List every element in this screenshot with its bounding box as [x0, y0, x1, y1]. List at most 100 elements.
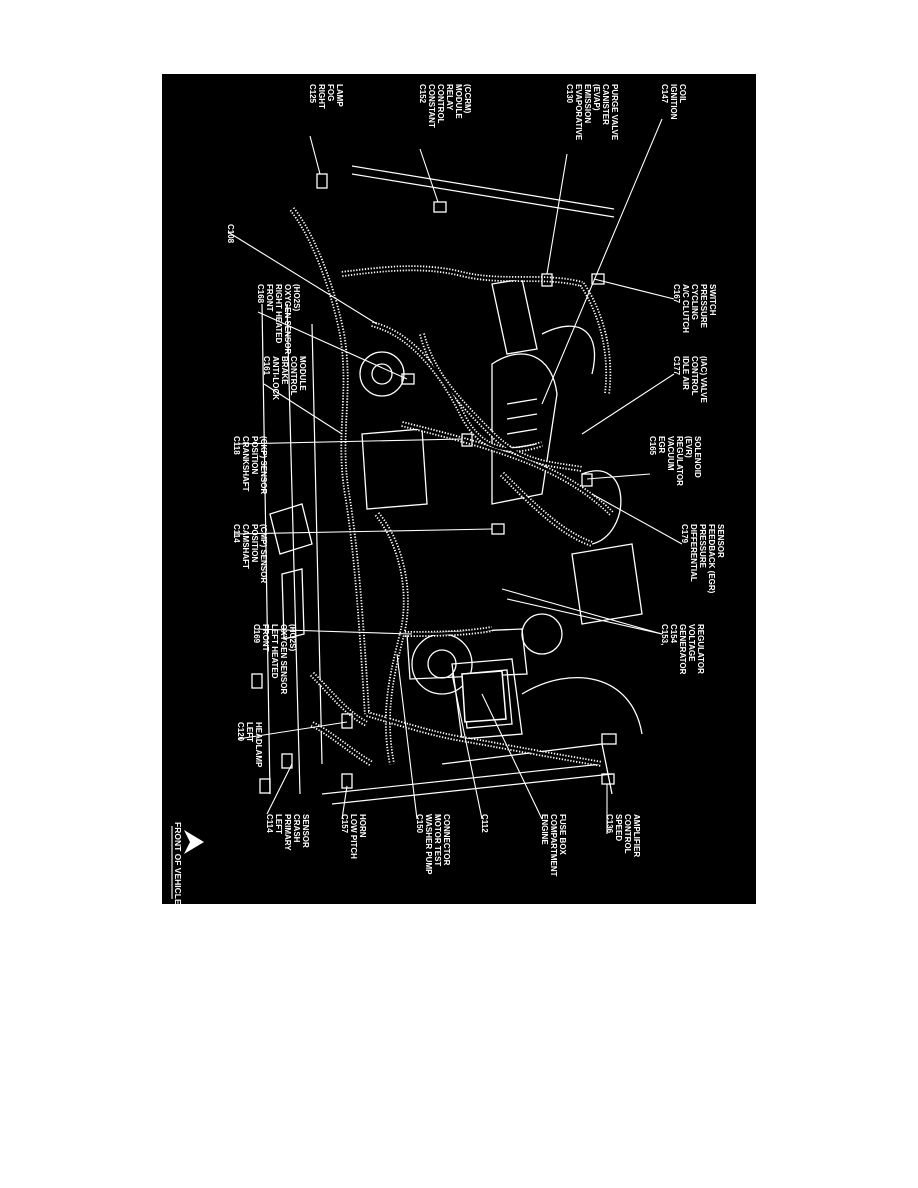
callout-code: C136: [605, 814, 614, 834]
callout-line: (HO2S): [288, 624, 297, 651]
callout-line: LOW PITCH: [349, 814, 358, 859]
callout-line: PRESSURE: [698, 524, 707, 569]
callout-line: VACUUM: [666, 436, 675, 471]
callout-line: CAMSHAFT: [241, 524, 250, 569]
callout-line: CONTROL: [436, 84, 445, 124]
callout-line: CRANKSHAFT: [241, 436, 250, 492]
callout-code: C167: [672, 284, 681, 304]
callout-code: C153,: [660, 624, 669, 645]
callout-line: A/C CLUTCH: [681, 284, 690, 333]
callout-code: C150: [415, 814, 424, 834]
callout-line: CONNECTOR: [442, 814, 451, 866]
callout-code: C157: [340, 814, 349, 834]
callout-line: POSITION: [250, 436, 259, 474]
callout-line: VOLTAGE: [687, 624, 696, 662]
callout-line: SWITCH: [708, 284, 717, 316]
callout-code: C114: [232, 524, 241, 543]
callout-line: PRIMARY: [283, 814, 292, 851]
callout-line: PRESSURE: [699, 284, 708, 329]
callout-line: FUSE BOX: [558, 814, 567, 856]
callout-line: (CCRM): [463, 84, 472, 114]
callout-code: C168: [256, 284, 265, 304]
callout-line: SPEED: [614, 814, 623, 841]
callout-line: RIGHT: [317, 84, 326, 109]
callout-code: C147: [660, 84, 669, 104]
vehicle-structure: [261, 165, 643, 805]
callout-line: FOG: [326, 84, 335, 101]
callout-line: GENERATOR: [678, 624, 687, 675]
callout-line: IGNITION: [669, 84, 678, 120]
callout-code: C112: [480, 814, 489, 833]
callout-c112: C112: [480, 814, 489, 833]
callout-line: COMPARTMENT: [549, 814, 558, 877]
callout-line: CONTROL: [289, 356, 298, 396]
callout-line: FRONT: [265, 284, 274, 312]
callout-line: CONTROL: [690, 356, 699, 396]
callout-line: OXYGEN SENSOR: [279, 624, 288, 694]
callout-line: CANISTER: [601, 84, 610, 125]
callout-c108: C108: [226, 224, 235, 244]
callout-line: EGR: [657, 436, 666, 454]
callout-line: DIFFERENTIAL: [689, 524, 698, 582]
callout-line: CONTROL: [623, 814, 632, 854]
callout-code: C130: [565, 84, 574, 104]
callout-line: C154: [669, 624, 678, 644]
callout-code: C108: [226, 224, 235, 244]
footer-title: FRONT OF VEHICLE: [173, 822, 183, 904]
callout-line: WASHER PUMP: [424, 814, 433, 875]
connectors: [251, 173, 617, 794]
callout-line: FRONT: [261, 624, 270, 652]
callout-line: EVAPORATIVE: [574, 84, 583, 141]
front-arrow-icon: [184, 830, 204, 854]
callout-code: ENGINE: [540, 814, 549, 845]
callout-line: (EVAP): [592, 84, 601, 111]
callout-line: FEEDBACK (EGR): [707, 524, 716, 594]
callout-line: (EVR): [684, 436, 693, 458]
callout-line: LAMP: [335, 84, 344, 107]
callout-code: C169: [252, 624, 261, 644]
callout-line: OXYGEN SENSOR: [283, 284, 292, 354]
callout-line: ANTI-LOCK: [271, 356, 280, 400]
callout-line: HEADLAMP: [254, 722, 263, 768]
engine-compartment-fuse-box-shape: [461, 670, 507, 723]
callout-line: LEFT HEATED: [270, 624, 279, 679]
callout-line: (CKP) SENSOR: [259, 436, 268, 494]
callout-code: C161: [262, 356, 271, 376]
callout-code: C152: [418, 84, 427, 104]
callout-line: LEFT: [245, 722, 254, 742]
callout-line: MODULE: [454, 84, 463, 119]
callout-code: C165: [648, 436, 657, 456]
callout-line: (IAC) VALVE: [699, 356, 708, 403]
callout-line: LEFT: [274, 814, 283, 834]
leader-lines: [227, 118, 683, 834]
callout-line: BRAKE: [280, 356, 289, 385]
callout-line: IDLE AIR: [681, 356, 690, 390]
callout-line: SENSOR: [716, 524, 725, 558]
callout-code: C177: [672, 356, 681, 376]
callout-line: REGULATOR: [675, 436, 684, 486]
callout-line: (HO2S): [292, 284, 301, 311]
wiring-harness: [289, 207, 615, 767]
callout-line: CYCLING: [690, 284, 699, 320]
